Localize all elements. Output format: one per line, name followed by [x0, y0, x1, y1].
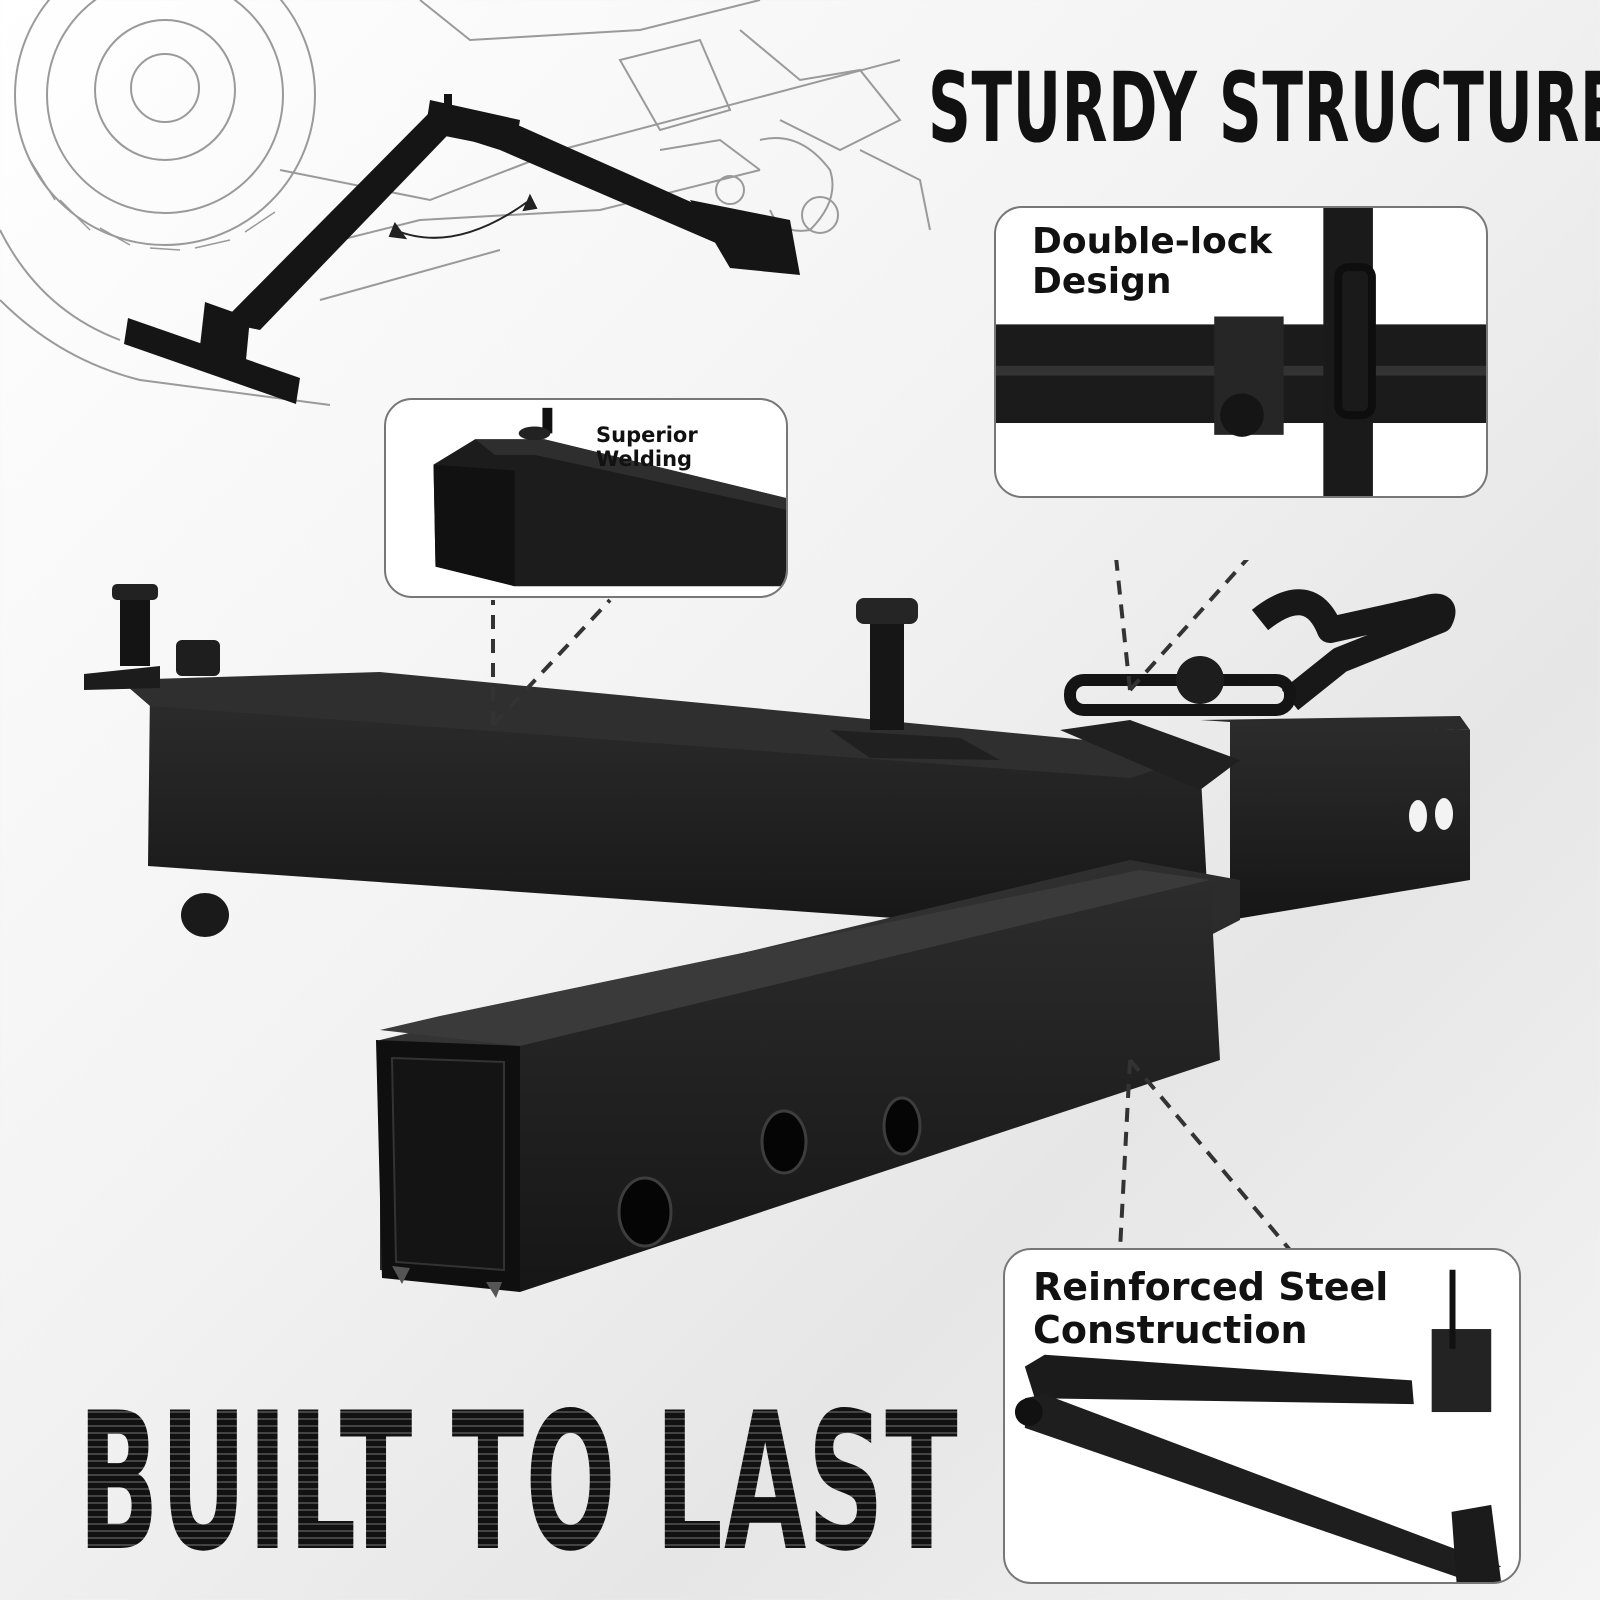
hitch-arm-illustration — [84, 560, 1470, 1298]
lock-closeup — [996, 208, 1486, 496]
callout-reinforced-steel: Reinforced Steel Construction — [1003, 1248, 1521, 1584]
callout-label-lock: Double-lock Design — [1032, 221, 1273, 303]
weld-closeup — [433, 407, 786, 587]
callout-superior-welding: Superior Welding — [384, 398, 788, 598]
callout-label-steel: Reinforced Steel Construction — [1033, 1265, 1389, 1352]
headline-built-to-last: BUILT TO LAST — [78, 1372, 959, 1593]
sketch-illustration — [0, 0, 931, 406]
headline-sturdy-structure: STURDY STRUCTURE — [928, 52, 1600, 164]
callout-label-welding: Superior Welding — [596, 423, 698, 471]
steel-closeup — [1014, 1269, 1502, 1582]
callout-double-lock: Double-lock Design — [994, 206, 1488, 498]
